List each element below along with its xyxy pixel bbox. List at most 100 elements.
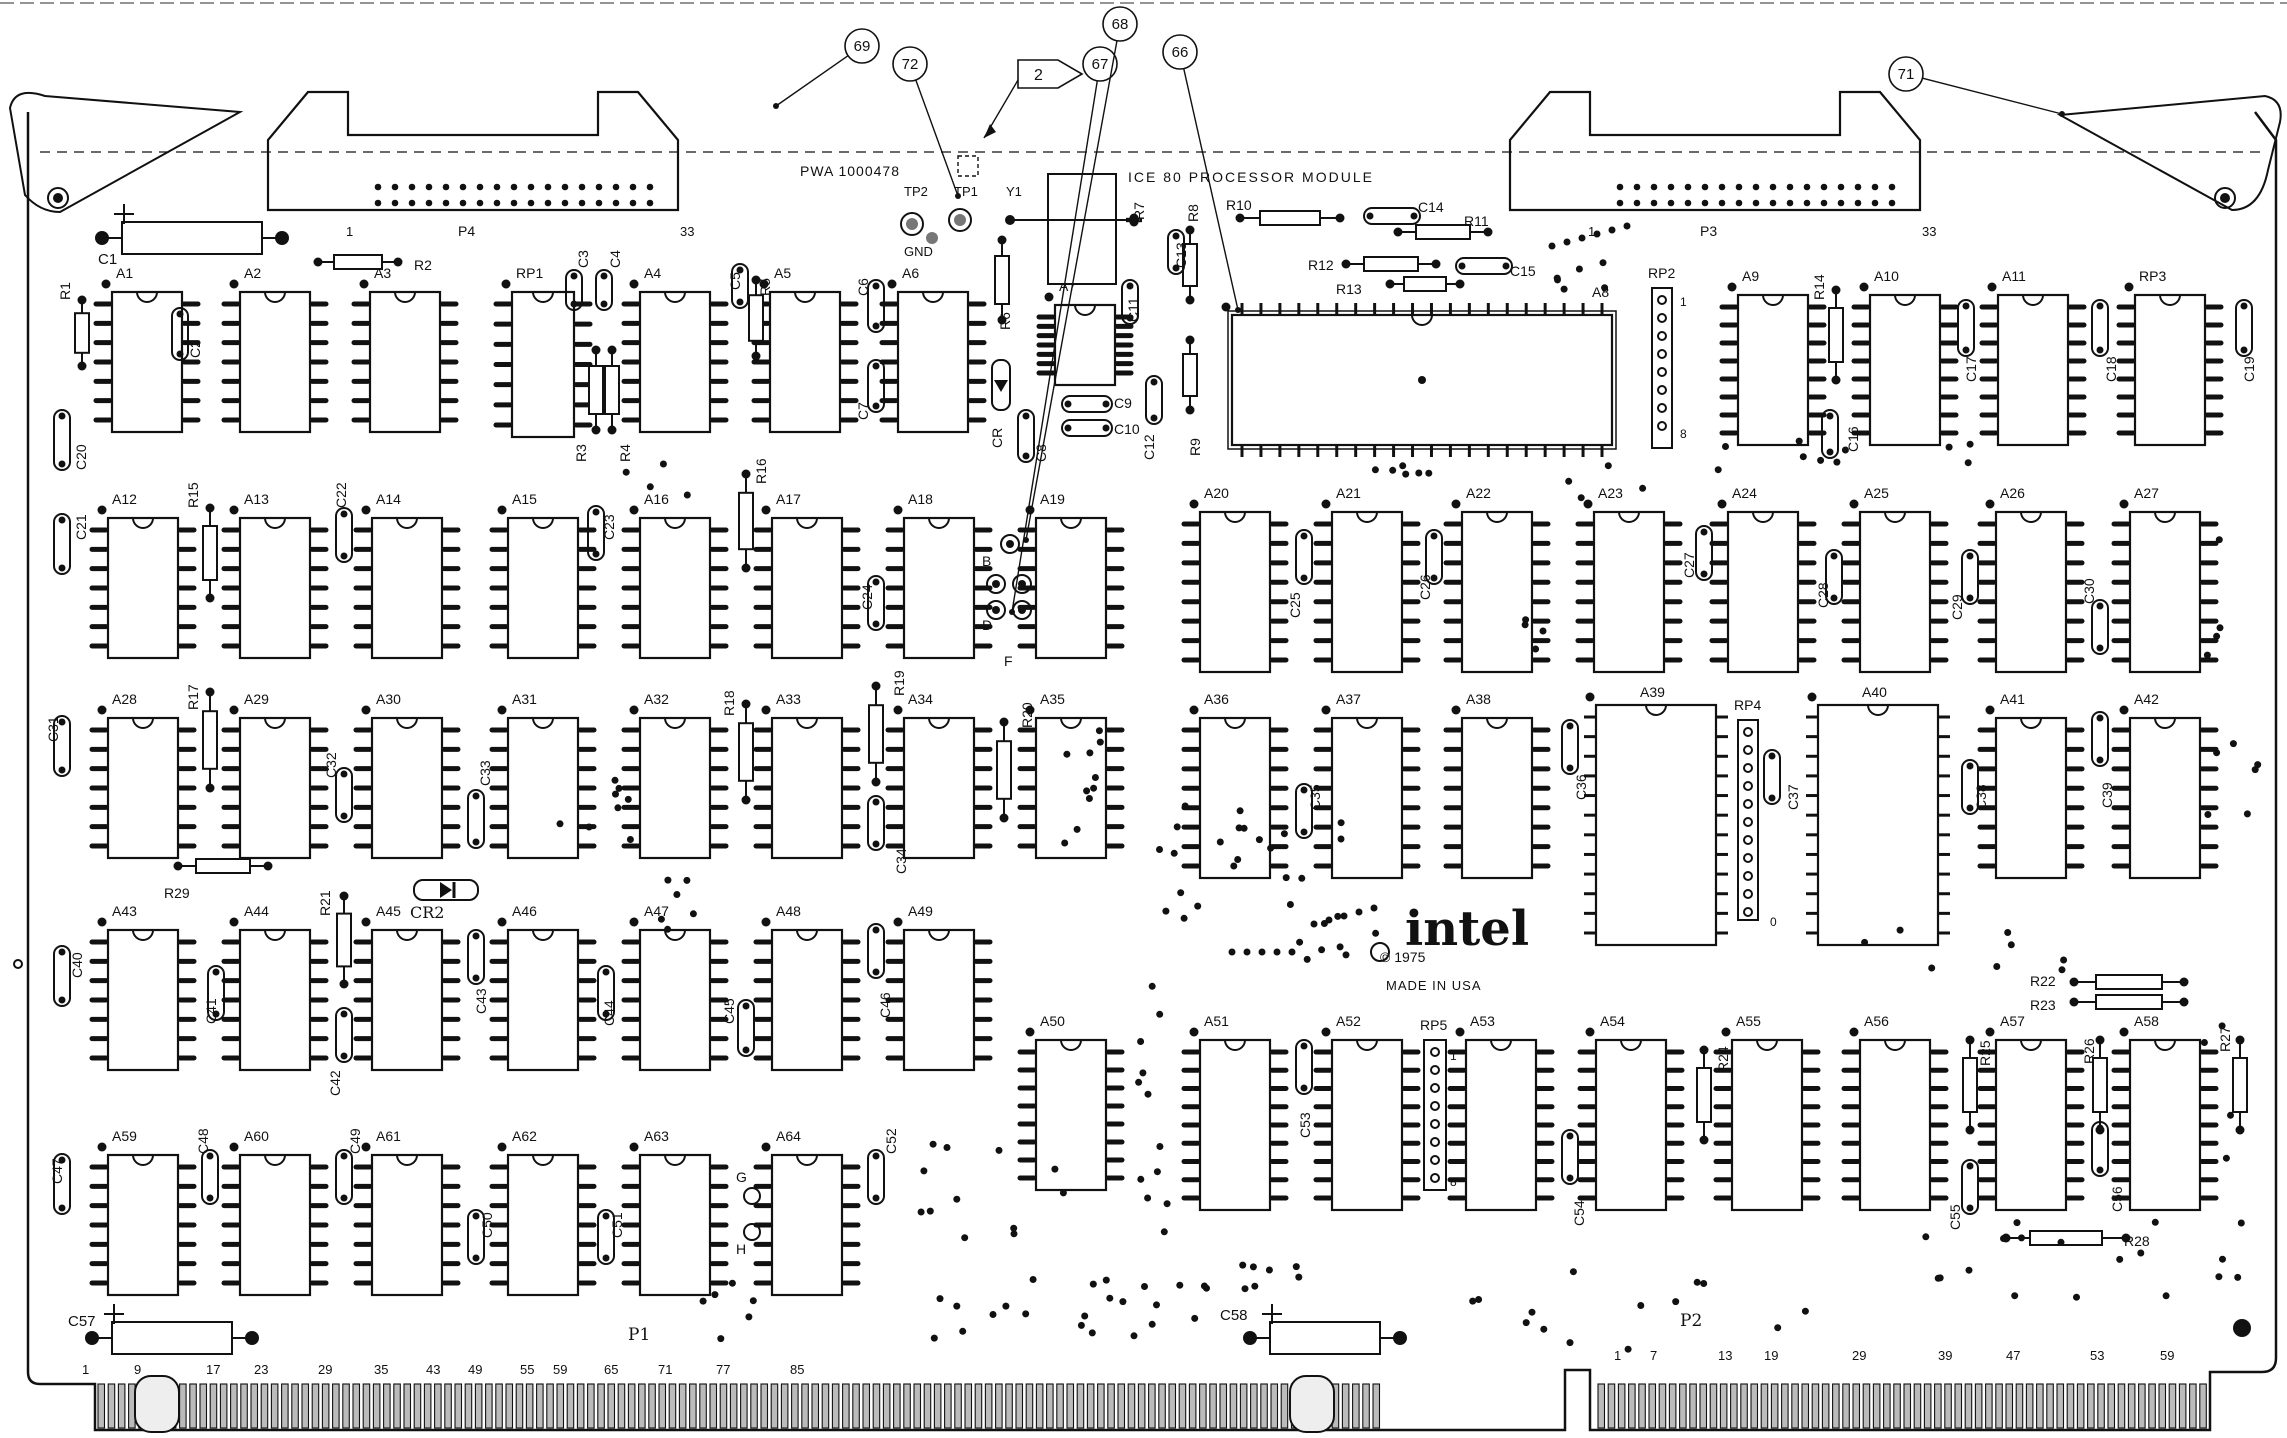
via bbox=[1548, 242, 1556, 250]
p4-connector-pin bbox=[612, 183, 620, 191]
p4-connector-pin bbox=[595, 199, 603, 207]
registration-mark bbox=[1370, 942, 1390, 962]
p2-finger bbox=[1658, 1383, 1667, 1429]
resistor-label: R18 bbox=[721, 690, 737, 716]
via bbox=[1539, 627, 1547, 635]
p3-connector-pin bbox=[1888, 199, 1896, 207]
callout-balloon bbox=[892, 46, 928, 82]
p4-connector-pin bbox=[629, 183, 637, 191]
pad bbox=[340, 770, 348, 778]
pad bbox=[176, 310, 184, 318]
via bbox=[1273, 948, 1281, 956]
chip-body bbox=[1034, 516, 1108, 660]
via bbox=[1102, 1276, 1110, 1284]
p2-finger bbox=[1811, 1383, 1820, 1429]
via bbox=[1002, 1302, 1010, 1310]
via bbox=[1637, 1302, 1645, 1309]
via bbox=[2060, 956, 2068, 964]
pad bbox=[212, 1010, 220, 1018]
via bbox=[1095, 727, 1103, 735]
callout-71: 71 bbox=[1888, 56, 2065, 117]
via bbox=[1575, 265, 1583, 273]
p4-connector-pin bbox=[391, 183, 399, 191]
p1-finger bbox=[791, 1383, 799, 1429]
via bbox=[2243, 810, 2251, 818]
p4-connector-pin bbox=[544, 183, 552, 191]
pad bbox=[602, 968, 610, 976]
pad bbox=[1300, 786, 1308, 794]
via bbox=[585, 823, 593, 831]
chip-a51: A51 bbox=[1181, 1013, 1289, 1212]
p3-connector-pin bbox=[1752, 199, 1760, 207]
pad bbox=[1185, 405, 1195, 415]
chip-body bbox=[1730, 1038, 1804, 1212]
chip-body bbox=[1330, 1038, 1404, 1212]
pad bbox=[1699, 1135, 1709, 1145]
p1-finger bbox=[179, 1383, 187, 1429]
via bbox=[1194, 902, 1202, 910]
capacitor-label: C40 bbox=[69, 952, 85, 978]
chip-label: A51 bbox=[1204, 1013, 1229, 1029]
pin1-marker bbox=[1321, 499, 1331, 509]
pad bbox=[339, 891, 349, 901]
via bbox=[1216, 838, 1224, 846]
via bbox=[1251, 1282, 1259, 1290]
resistor-pack-pin bbox=[1743, 763, 1753, 773]
chip-a33: A33 bbox=[753, 691, 861, 860]
via bbox=[2137, 1249, 2145, 1257]
p4-connector-pin bbox=[374, 183, 382, 191]
chip-label: A54 bbox=[1600, 1013, 1625, 1029]
chip-notch bbox=[1356, 1039, 1378, 1051]
leader-arrow bbox=[984, 124, 996, 138]
p3-connector-pin bbox=[1684, 183, 1692, 191]
test-point-label: Y1 bbox=[1006, 184, 1022, 199]
p3-connector-pin bbox=[1667, 183, 1675, 191]
capacitor-c2: C2 bbox=[171, 307, 203, 361]
via bbox=[611, 776, 619, 784]
capacitor-label: C33 bbox=[477, 760, 493, 786]
capacitor-c38: C38 bbox=[1961, 759, 1989, 815]
pin1-marker bbox=[497, 1142, 507, 1152]
pad bbox=[1150, 414, 1158, 422]
p4-connector-pin bbox=[493, 199, 501, 207]
rp-pin-number: 1 bbox=[1450, 1049, 1457, 1063]
resistor-label: R2 bbox=[414, 257, 432, 273]
pad bbox=[339, 979, 349, 989]
p1-finger bbox=[240, 1383, 248, 1429]
chip-body bbox=[238, 290, 312, 434]
chip-body bbox=[1034, 1038, 1108, 1192]
capacitor-label: C37 bbox=[1785, 784, 1801, 810]
chip-body bbox=[768, 290, 842, 434]
p2-finger bbox=[1699, 1383, 1708, 1429]
chip-label: A60 bbox=[244, 1128, 269, 1144]
resistor-body bbox=[336, 912, 352, 968]
chip-body bbox=[370, 716, 444, 860]
via bbox=[1137, 1038, 1145, 1045]
p1-finger bbox=[199, 1383, 208, 1429]
via bbox=[2229, 740, 2237, 748]
chip-a45: A45 bbox=[353, 903, 461, 1072]
p1-finger bbox=[556, 1383, 565, 1429]
chip-label: A61 bbox=[376, 1128, 401, 1144]
resistor-r22: R22 bbox=[2030, 973, 2189, 990]
p1-finger bbox=[862, 1383, 871, 1429]
chip-a29: A29 bbox=[221, 691, 329, 860]
resistor-pack-pin bbox=[1743, 781, 1753, 791]
via bbox=[1389, 466, 1397, 474]
chip-label: A23 bbox=[1598, 485, 1623, 501]
p2-finger bbox=[1617, 1383, 1626, 1429]
via bbox=[2000, 1235, 2007, 1242]
capacitor-body bbox=[867, 279, 885, 333]
pad bbox=[176, 350, 184, 358]
chip-label: A21 bbox=[1336, 485, 1361, 501]
p3-connector-pin bbox=[1871, 199, 1879, 207]
chip-label: A17 bbox=[776, 491, 801, 507]
p1-key-right bbox=[1289, 1375, 1335, 1433]
p2-pin-number: 19 bbox=[1764, 1348, 1778, 1363]
pad bbox=[1341, 259, 1351, 269]
resistor-label: R16 bbox=[753, 458, 769, 484]
via bbox=[1267, 844, 1275, 852]
chip-a43: A43 bbox=[89, 903, 197, 1072]
capacitor-label: C1 bbox=[98, 251, 117, 268]
capacitor-label: C19 bbox=[2241, 356, 2257, 382]
